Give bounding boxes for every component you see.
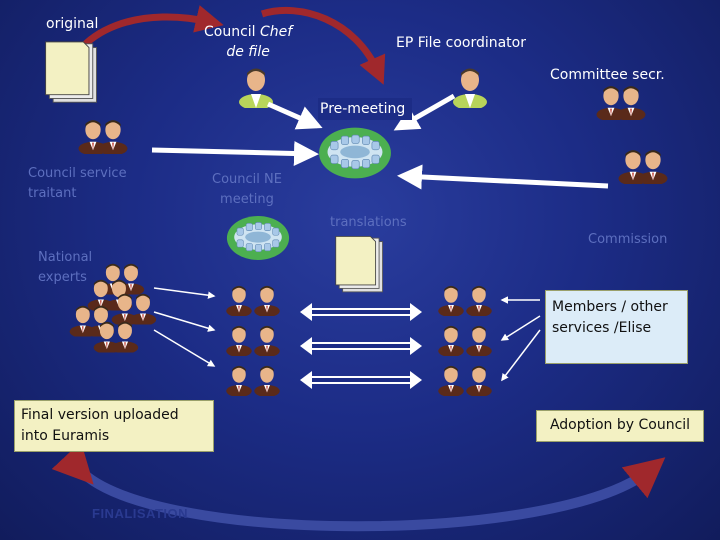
council-ne-label: Council NE meeting (212, 170, 282, 210)
members-services-line1: Members / other (552, 299, 668, 315)
double-arrow-3 (300, 371, 422, 389)
final-version-line1: Final version uploaded (21, 407, 179, 423)
council-chef-person-icon (239, 68, 273, 108)
parliament-members-group-icon (438, 285, 492, 396)
arrow-experts-3 (153, 329, 216, 367)
commission-person-icon (619, 150, 668, 185)
council-chef-label-italic: Chef (260, 24, 293, 40)
original-document-icon (45, 41, 98, 103)
arrow-chef-to-premeeting (266, 101, 323, 130)
double-arrow-1 (300, 303, 422, 321)
arrow-commission-to-premeeting (397, 164, 609, 190)
council-chef-label-italic-2: de file (226, 44, 270, 60)
top-arc-arrow-right (260, 7, 386, 85)
pre-meeting-label-bg (318, 98, 412, 120)
council-service-person-icon (79, 120, 128, 155)
council-delegations-group-icon (226, 285, 280, 396)
pre-meeting-table-icon (318, 127, 392, 179)
national-experts-label: National experts (38, 248, 92, 288)
council-service-label: Council service traitant (28, 164, 127, 204)
arrow-ep-to-premeeting (393, 93, 456, 131)
adoption-box: Adoption by Council (536, 410, 704, 442)
council-ne-label-line1: Council NE (212, 172, 282, 187)
council-service-label-line1: Council service (28, 166, 127, 181)
final-version-box: Final version uploaded into Euramis (14, 400, 214, 452)
national-experts-label-line2: experts (38, 270, 87, 285)
arrow-service-to-premeeting (151, 141, 319, 167)
translations-label: translations (330, 215, 407, 230)
arrow-experts-1 (153, 287, 216, 299)
arrow-experts-2 (153, 311, 216, 332)
members-services-box: Members / other services /Elise (545, 290, 688, 364)
pre-meeting-label: Pre-meeting (320, 101, 406, 117)
commission-label: Commission (588, 232, 668, 247)
arrow-members-2 (500, 315, 541, 341)
ep-coordinator-person-icon (453, 68, 487, 108)
council-service-label-line2: traitant (28, 186, 77, 201)
council-chef-label: Council Chef de file (204, 22, 292, 62)
translations-document-icon (335, 235, 384, 293)
arrow-members-3 (501, 329, 541, 382)
bottom-arc (51, 441, 666, 532)
ep-file-coordinator-label: EP File coordinator (396, 35, 526, 51)
council-chef-label-text: Council (204, 24, 261, 40)
national-experts-label-line1: National (38, 250, 93, 265)
final-version-line2: into Euramis (21, 428, 110, 444)
council-ne-label-line2: meeting (220, 192, 274, 207)
committee-secr-person-icon (597, 86, 646, 121)
committee-secr-label: Committee secr. (550, 67, 665, 83)
members-services-line2: services /Elise (552, 320, 652, 336)
double-arrow-2 (300, 337, 422, 355)
council-ne-meeting-table-icon (226, 215, 290, 261)
original-label: original (46, 16, 99, 32)
finalisation-label: FINALISATION (92, 506, 189, 521)
